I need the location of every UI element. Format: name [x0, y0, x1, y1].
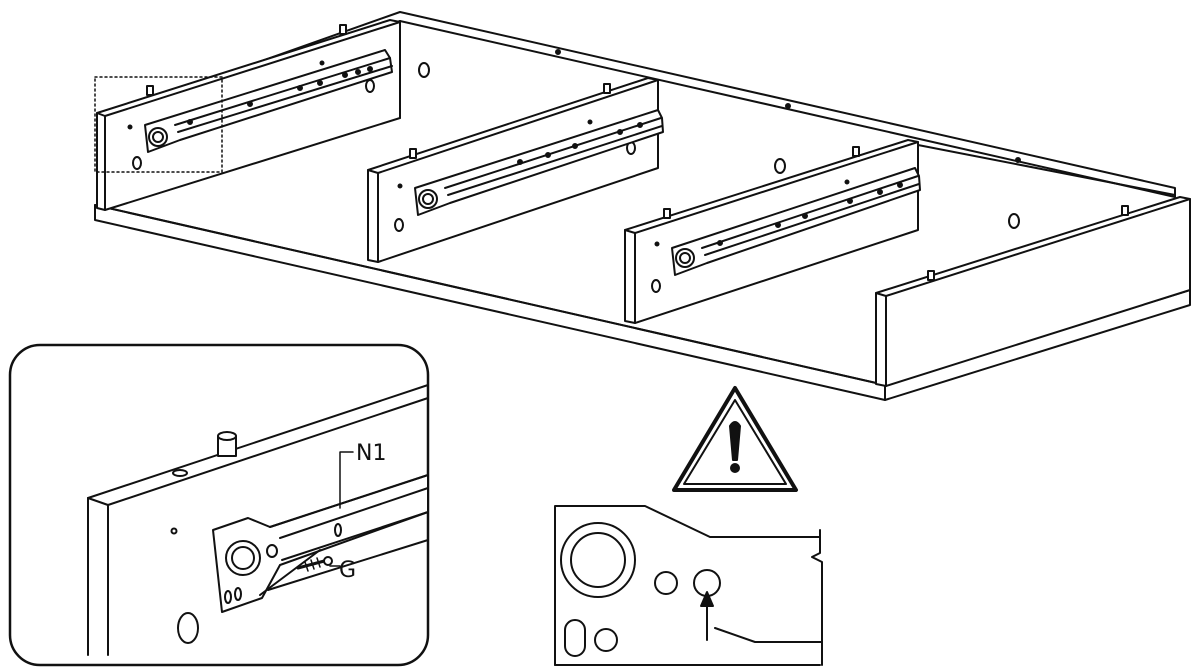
- arrow-up-icon: [700, 591, 714, 641]
- slide-rail-1: [127, 49, 393, 153]
- screw-label: G: [339, 558, 357, 583]
- detail-callout-frame: [94, 76, 223, 173]
- detail-zoom-inset: [8, 343, 430, 667]
- cabinet-assembly: [94, 11, 1191, 401]
- detail-slide-rail: [170, 474, 429, 644]
- slide-rail-2: [397, 109, 664, 216]
- slide-rail-label: N1: [356, 441, 387, 466]
- dowel-peg: [172, 431, 237, 477]
- right-side-panel: [875, 144, 1191, 387]
- warning-triangle-icon: [672, 386, 798, 492]
- slide-rail-3: [654, 167, 921, 276]
- screw: [296, 556, 333, 572]
- hole-detail-view: [554, 505, 823, 666]
